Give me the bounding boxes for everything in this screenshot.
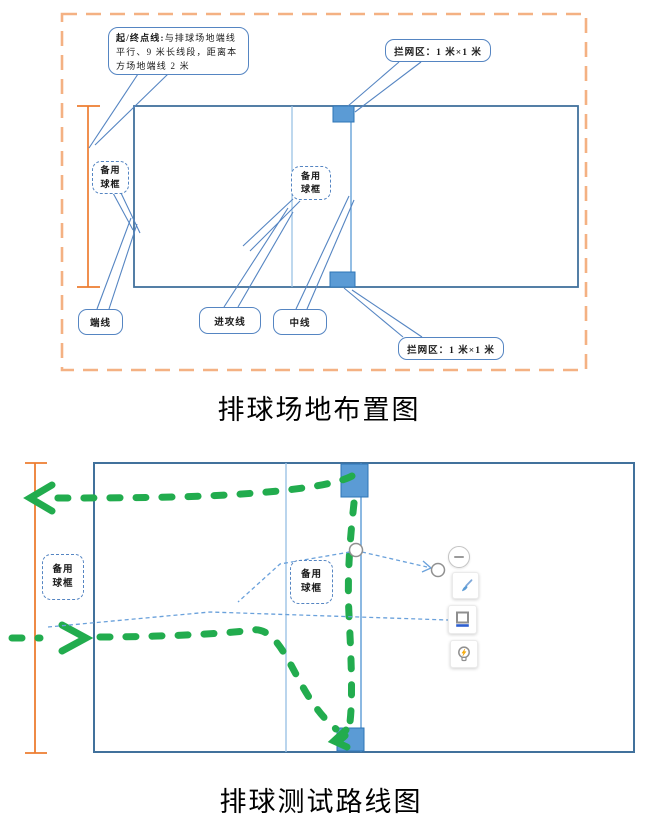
callout-tails	[88, 61, 423, 338]
lightbulb-icon	[458, 646, 470, 662]
spare-basket-line1: 备用	[52, 564, 74, 575]
spare-basket-line1: 备用	[100, 165, 121, 175]
outer-dashed-border	[60, 12, 588, 372]
connector-arrowhead	[421, 560, 433, 573]
route-middle	[96, 626, 340, 733]
start-finish-line-term: 起/终点线:	[116, 33, 165, 43]
center-line-callout: 中线	[273, 309, 327, 335]
route-top-arrowhead	[23, 481, 56, 515]
net-block-bottom-callout: 拦网区：1 米×1 米	[398, 337, 504, 360]
handle-connectors	[47, 551, 449, 628]
court-outline-2	[93, 462, 635, 753]
control-handle-2[interactable]	[430, 562, 446, 578]
spare-basket-label-center: 备用 球框	[291, 166, 331, 200]
collapse-button[interactable]	[448, 546, 470, 568]
field-diagram-title: 排球场地布置图	[217, 395, 421, 425]
route-middle-arrowhead	[58, 621, 94, 655]
net-block-square-bottom	[329, 271, 356, 288]
net-block-square-top	[332, 105, 355, 123]
brush-tool-button[interactable]	[452, 572, 479, 599]
spare-basket-label-left: 备用 球框	[92, 161, 129, 194]
brush-icon	[461, 578, 472, 591]
attack-line-callout: 进攻线	[199, 307, 261, 334]
dimension-line	[77, 105, 100, 288]
spare-basket-line2: 球框	[300, 584, 322, 594]
control-handle-1[interactable]	[348, 542, 364, 558]
spare-basket-line2: 球框	[100, 178, 121, 189]
spare-basket-line1: 备用	[300, 569, 322, 580]
spare-basket-label-left-2: 备用 球框	[42, 554, 84, 600]
court-outline	[133, 105, 579, 288]
start-finish-line-callout: 起/终点线:与排球场地端线平行、9 米长线段，距离本方场地端线 2 米	[108, 27, 249, 75]
route-diagram	[8, 462, 635, 754]
frame-underline-icon	[456, 611, 469, 627]
spare-basket-line1: 备用	[300, 170, 321, 181]
route-vertical-arrowhead	[327, 726, 351, 751]
lightbulb-tip-button[interactable]	[450, 640, 478, 668]
field-layout-diagram	[60, 12, 588, 372]
minus-icon	[454, 556, 464, 558]
spare-basket-line2: 球框	[52, 579, 74, 589]
route-diagram-title: 排球测试路线图	[219, 787, 423, 817]
end-line-callout: 端线	[78, 309, 123, 335]
net-block-top-callout: 拦网区：1 米×1 米	[385, 39, 491, 62]
dimension-line-2	[25, 462, 47, 754]
route-top	[50, 472, 356, 502]
frame-style-button[interactable]	[448, 605, 477, 634]
spare-basket-label-center-2: 备用 球框	[290, 560, 333, 604]
start-finish-line-desc: 与排球场地端线平行、9 米长线段，距离本方场地端线 2 米	[116, 33, 238, 71]
spare-basket-line2: 球框	[300, 184, 321, 194]
